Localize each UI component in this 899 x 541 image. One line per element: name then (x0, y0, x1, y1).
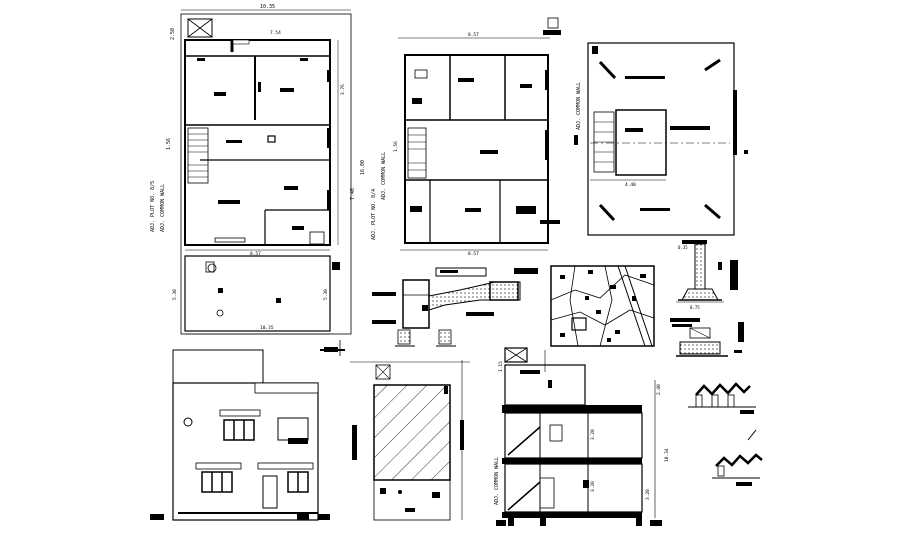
footing-dim-width: 0.35 (678, 245, 688, 250)
plan-3-dim-mid: 4.40 (625, 182, 636, 188)
elevation-body (172, 382, 319, 521)
plan-1-dim-right-overall: 16.00 (360, 160, 366, 175)
roof-hatched-area (373, 384, 451, 481)
elevation-window-1 (223, 419, 255, 441)
plan-1-dim-top-inner: 7.54 (270, 30, 281, 36)
tank-detail (372, 267, 538, 347)
terrace-plan: 4.40 ADJ. COMMON WALL (574, 42, 748, 236)
footing-dim-bottom: 0.75 (690, 305, 700, 310)
plan-1-plot-boundary (180, 13, 352, 335)
section-dim-left-small: 1.15 (498, 361, 504, 372)
plan-1-dim-mid: 8.57 (250, 251, 261, 257)
plan-1-dim-right-2: 7.46 (350, 188, 356, 200)
plan-1-side-label: ADJ. PLOT NO. 8/5 (150, 181, 156, 232)
plan-1-title-box (187, 18, 213, 38)
plan-1-dim-right-1: 3.76 (340, 84, 346, 95)
footing-detail: 0.35 0.75 (670, 240, 744, 357)
plan-1-stair (187, 127, 209, 184)
plan-1-front-yard (184, 255, 331, 332)
plan-1-dim-left-mid: 1.56 (166, 138, 172, 150)
first-floor-plan: 8.57 8.57 1.56 ADJ. PLOT NO. 8/4 ADJ. CO… (371, 17, 561, 257)
location-map-frame (550, 265, 655, 347)
elevation-door (262, 475, 278, 509)
location-map (550, 265, 655, 347)
plan-1-outer-wall (184, 39, 331, 246)
section-dim-right-total: 10.34 (664, 448, 670, 462)
parapet-detail (688, 382, 763, 486)
elevation-window-2 (201, 471, 233, 493)
plan-2-dim-bottom: 8.57 (468, 251, 479, 257)
plan-1-dim-bottom: 10.35 (260, 325, 274, 331)
plan-3-wall-label: ADJ. COMMON WALL (576, 82, 582, 130)
section-dim-mid-1: 3.20 (590, 429, 596, 440)
building-section: 1.15 2.40 10.34 3.20 3.20 3.20 ADJ. COMM… (494, 347, 670, 526)
section-upper-floor (504, 412, 643, 459)
plan-1-dim-left-lower: 5.30 (172, 289, 178, 300)
plan-2-wall-label: ADJ. COMMON WALL (381, 152, 387, 200)
roof-plan (350, 360, 470, 521)
plan-2-dim-left: 1.56 (393, 141, 399, 152)
plan-1-dim-left-top: 2.50 (170, 28, 176, 40)
section-dim-right-top: 2.40 (656, 384, 662, 395)
plan-2-outer-wall (404, 54, 549, 244)
section-lower-floor (504, 463, 643, 513)
elevation-parapet (172, 349, 264, 384)
section-wall-label: ADJ. COMMON WALL (494, 457, 500, 505)
tank-left-chamber (402, 279, 430, 329)
plan-2-stair (407, 127, 427, 179)
front-elevation (150, 349, 330, 521)
section-dim-right-lower: 3.20 (645, 489, 651, 500)
section-dim-mid-2: 3.20 (590, 481, 596, 492)
footing-column (694, 243, 706, 290)
ground-floor-plan: 10.35 2.50 7.54 (150, 4, 366, 356)
plan-2-side-label: ADJ. PLOT NO. 8/4 (371, 189, 377, 240)
plan-1-wall-label: ADJ. COMMON WALL (160, 184, 166, 232)
plan-2-dim-top: 8.57 (468, 32, 479, 38)
plan-1-dim-top: 10.35 (260, 4, 275, 10)
plan-1-dim-right-lower: 5.30 (323, 289, 329, 300)
